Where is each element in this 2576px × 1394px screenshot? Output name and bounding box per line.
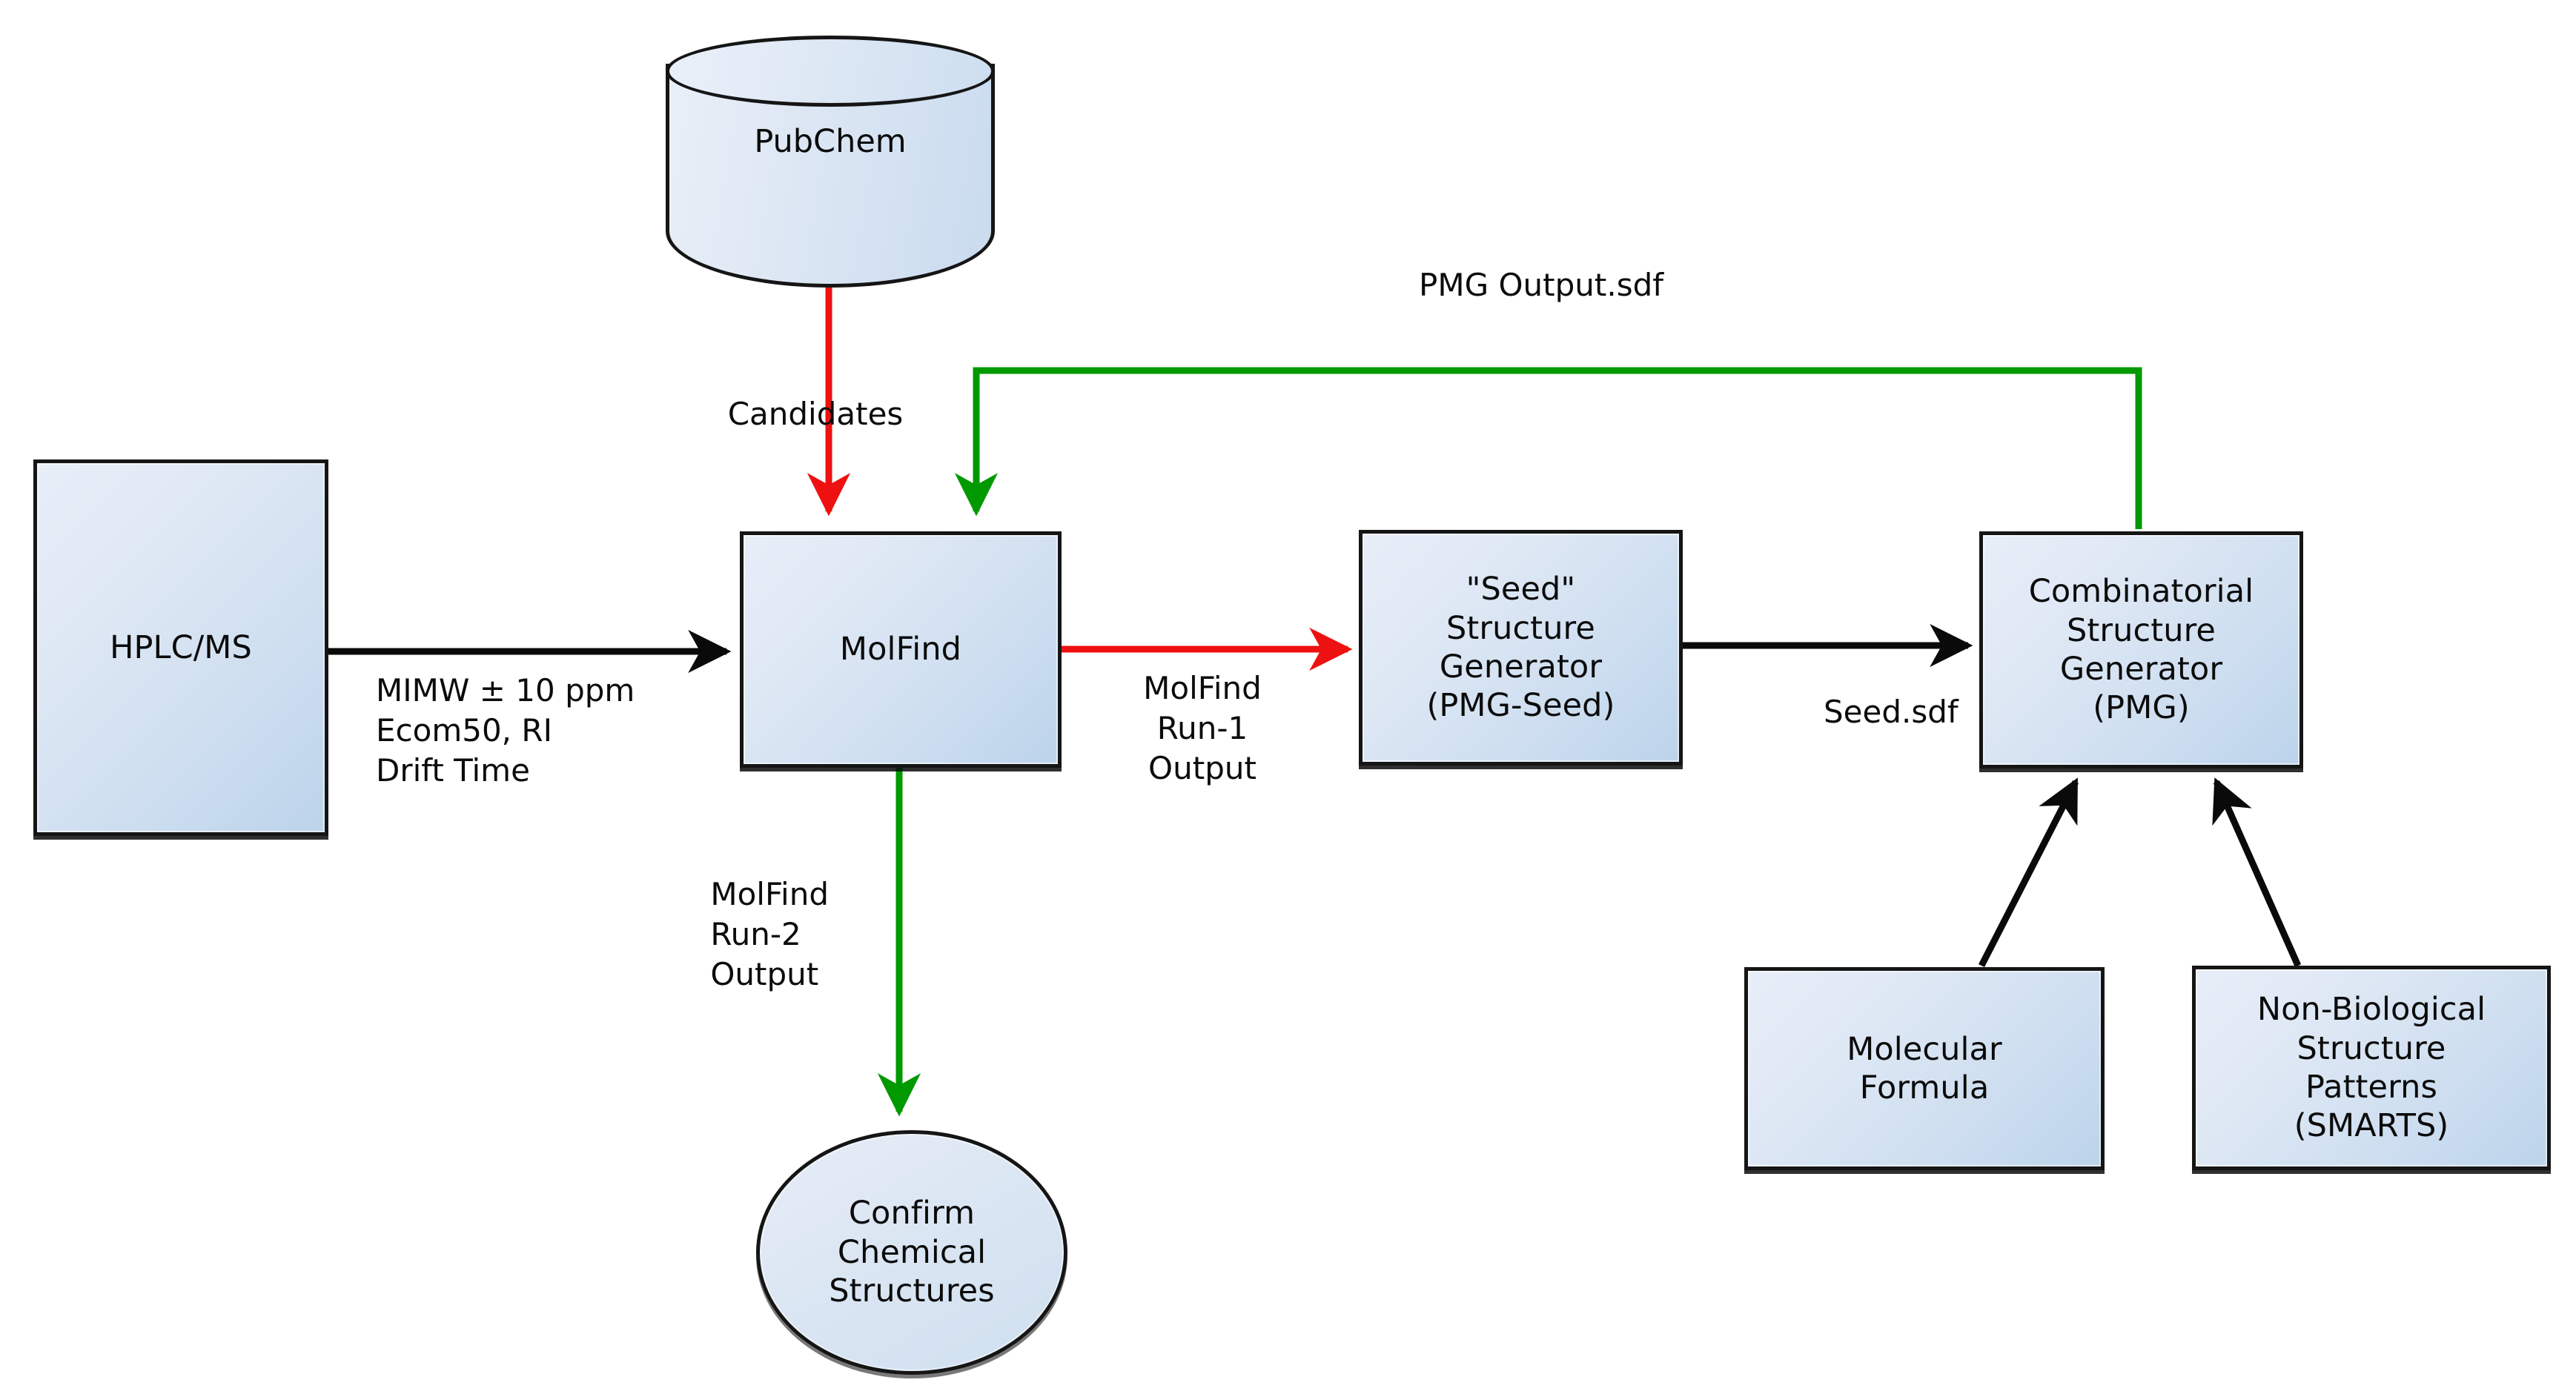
node-molfind-label: MolFind	[839, 631, 962, 668]
node-hplcms[interactable]: HPLC/MS	[33, 459, 328, 836]
node-molfind[interactable]: MolFind	[740, 531, 1062, 768]
node-pubchem-label: PubChem	[754, 123, 907, 160]
node-combinatorial-structure-generator-label: Combinatorial Structure Generator (PMG)	[2028, 573, 2254, 727]
node-confirm-chemical-structures-label: Confirm Chemical Structures	[829, 1195, 995, 1310]
node-combinatorial-structure-generator[interactable]: Combinatorial Structure Generator (PMG)	[1979, 531, 2303, 769]
edge-pmg-to-molfind	[954, 367, 2142, 529]
edge-label-molfind-run1-output: MolFind Run-1 Output	[1143, 670, 1262, 786]
edge-smarts-to-pmg	[2212, 777, 2302, 967]
edge-label-hplcms-to-molfind: MIMW ± 10 ppm Ecom50, RI Drift Time	[376, 672, 635, 789]
node-molecular-formula-label: Molecular Formula	[1847, 1030, 2002, 1106]
node-seed-structure-generator-label: "Seed" Structure Generator (PMG-Seed)	[1426, 571, 1615, 725]
node-pubchem[interactable]: PubChem	[666, 36, 995, 288]
node-confirm-chemical-structures[interactable]: Confirm Chemical Structures	[756, 1130, 1067, 1375]
cylinder-top-ellipse	[666, 36, 995, 107]
edge-label-seed-sdf: Seed.sdf	[1824, 694, 1959, 730]
node-nonbiological-structure-patterns-label: Non-Biological Structure Patterns (SMART…	[2257, 991, 2486, 1145]
edge-label-candidates: Candidates	[727, 396, 904, 432]
node-nonbiological-structure-patterns[interactable]: Non-Biological Structure Patterns (SMART…	[2192, 966, 2551, 1170]
edge-label-molfind-run2-output: MolFind Run-2 Output	[710, 876, 829, 992]
node-molecular-formula[interactable]: Molecular Formula	[1744, 967, 2105, 1170]
node-seed-structure-generator[interactable]: "Seed" Structure Generator (PMG-Seed)	[1359, 530, 1683, 766]
node-hplcms-label: HPLC/MS	[110, 628, 252, 666]
edge-label-pmg-output-sdf: PMG Output.sdf	[1419, 267, 1664, 303]
edge-molformula-to-pmg	[1978, 777, 2079, 968]
